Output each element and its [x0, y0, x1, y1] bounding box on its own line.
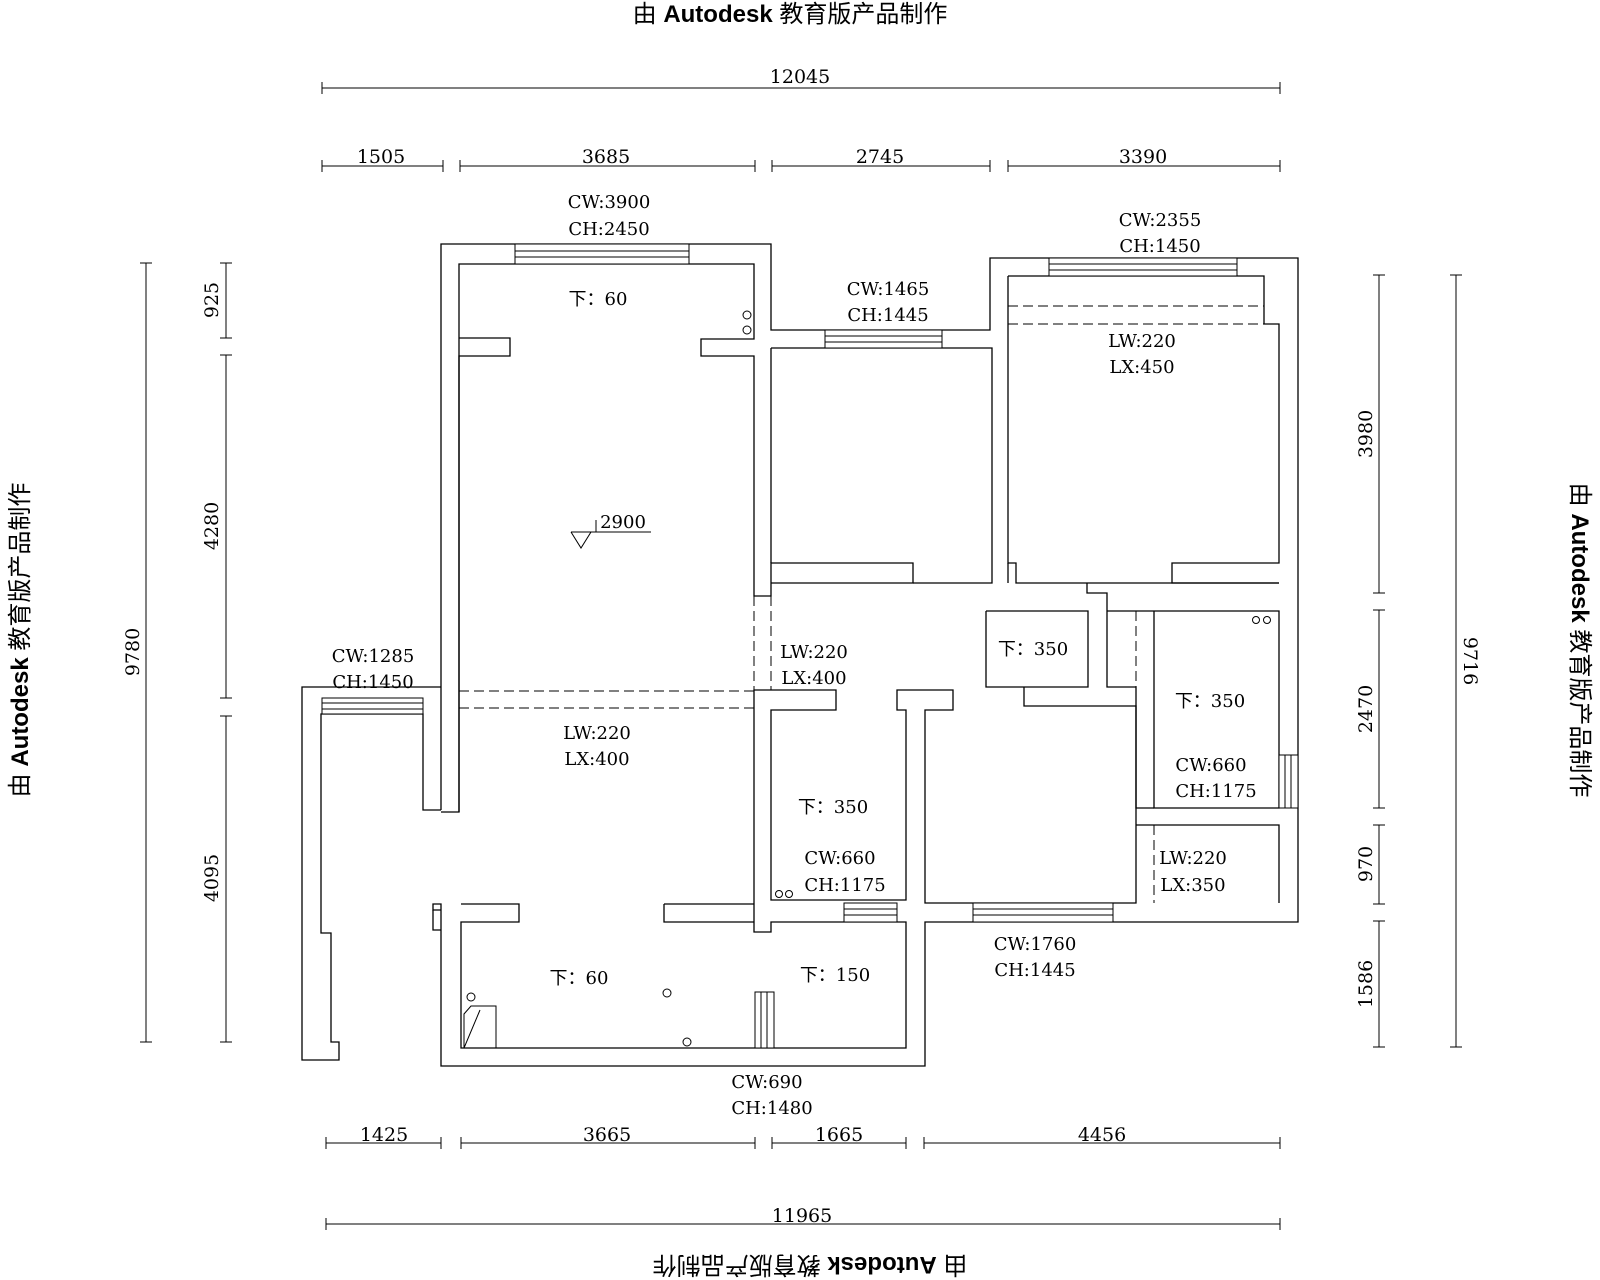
dim-right-3: 970	[1355, 846, 1377, 882]
svg-text:由 Autodesk 教育版产品制作: 由 Autodesk 教育版产品制作	[633, 1, 948, 28]
dim-left-2: 4280	[201, 502, 223, 550]
windows	[321, 243, 1299, 1049]
floor-drop-label: 下：350	[998, 639, 1068, 660]
window-ch: CH:1445	[847, 305, 928, 326]
dim-bottom-2: 3665	[583, 1124, 631, 1146]
svg-text:由 Autodesk 教育版产品制作: 由 Autodesk 教育版产品制作	[7, 483, 34, 798]
dim-right-2: 2470	[1355, 685, 1377, 733]
window-cw: CW:690	[731, 1072, 802, 1093]
window-ch: CH:1450	[1119, 236, 1200, 257]
beam-lw: LW:220	[563, 723, 631, 744]
drain-icon	[682, 1037, 692, 1047]
dim-bottom-total: 11965	[772, 1205, 832, 1227]
svg-text:由 Autodesk 教育版产品制作: 由 Autodesk 教育版产品制作	[1566, 483, 1593, 798]
dim-left-total: 9780	[122, 628, 144, 676]
dim-top-1: 1505	[357, 146, 405, 168]
annotations: CW:3900 CH:2450 CW:1465 CH:1445 CW:2355 …	[332, 192, 1257, 1119]
floor-drop-label: 下：60	[550, 968, 609, 989]
beam-lx: LX:400	[781, 668, 846, 689]
watermark-left: 由 Autodesk 教育版产品制作	[7, 483, 34, 798]
window-cw: CW:1285	[332, 646, 415, 667]
floor-drop-label: 下：350	[798, 797, 868, 818]
level-marker-icon	[570, 531, 592, 549]
watermark-bottom: 由 Autodesk 教育版产品制作	[653, 1251, 968, 1278]
floor-drop-label: 下：350	[1175, 691, 1245, 712]
window-cw: CW:1760	[994, 934, 1077, 955]
window-ch: CH:1480	[731, 1098, 812, 1119]
drain-icon	[1252, 616, 1260, 624]
beam-lw: LW:220	[1108, 331, 1176, 352]
watermark-top: 由 Autodesk 教育版产品制作	[633, 1, 948, 28]
window-cw: CW:3900	[568, 192, 651, 213]
drain-icon	[775, 890, 783, 898]
drain-icon	[785, 890, 793, 898]
drain-icon	[1263, 616, 1271, 624]
beam-lw: LW:220	[1159, 848, 1227, 869]
window-cw: CW:2355	[1119, 210, 1202, 231]
drain-icon	[662, 988, 672, 998]
dim-top-total: 12045	[770, 66, 830, 88]
dim-left-3: 4095	[201, 854, 223, 902]
dim-top-3: 2745	[856, 146, 904, 168]
beam-lw: LW:220	[780, 642, 848, 663]
dim-bottom-3: 1665	[815, 1124, 863, 1146]
dim-right-total: 9716	[1459, 637, 1481, 685]
dim-right-4: 1586	[1355, 960, 1377, 1008]
dim-top-4: 3390	[1119, 146, 1167, 168]
beam-lx: LX:450	[1109, 357, 1174, 378]
drain-icon	[742, 325, 752, 335]
dimension-lines	[140, 82, 1462, 1230]
window-ch: CH:1175	[1175, 781, 1256, 802]
svg-text:由 Autodesk 教育版产品制作: 由 Autodesk 教育版产品制作	[653, 1251, 968, 1278]
dim-right-1: 3980	[1355, 410, 1377, 458]
dim-bottom-4: 4456	[1078, 1124, 1126, 1146]
drain-icon	[742, 310, 752, 320]
drain-icon	[466, 992, 476, 1002]
watermark-right: 由 Autodesk 教育版产品制作	[1566, 483, 1593, 798]
floor-drop-label: 下：150	[800, 965, 870, 986]
window-ch: CH:1175	[804, 875, 885, 896]
dimension-labels: 12045 1505 3685 2745 3390 1425 3665 1665…	[122, 66, 1481, 1227]
window-cw: CW:660	[804, 848, 875, 869]
dim-bottom-1: 1425	[360, 1124, 408, 1146]
appliance-icon	[463, 1005, 497, 1048]
beam-lx: LX:400	[564, 749, 629, 770]
ceiling-height-label: 2900	[600, 512, 646, 533]
window-ch: CH:1450	[332, 672, 413, 693]
beam-lx: LX:350	[1160, 875, 1225, 896]
dim-top-2: 3685	[582, 146, 630, 168]
window-ch: CH:1445	[994, 960, 1075, 981]
beams	[459, 305, 1264, 903]
walls	[301, 243, 1299, 1067]
fixtures	[463, 310, 1271, 1049]
dim-left-1: 925	[201, 282, 223, 318]
window-cw: CW:660	[1175, 755, 1246, 776]
window-cw: CW:1465	[847, 279, 930, 300]
window-ch: CH:2450	[568, 219, 649, 240]
floor-drop-label: 下：60	[569, 289, 628, 310]
